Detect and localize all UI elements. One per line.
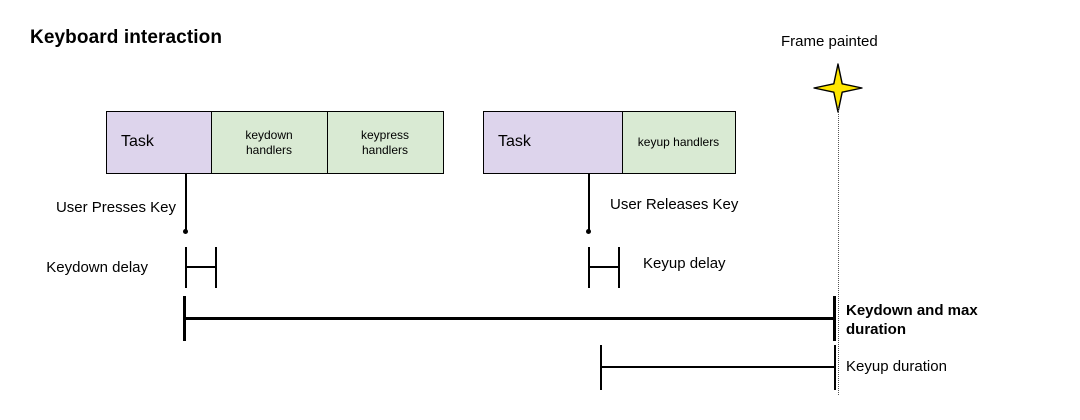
key-press-event-label: User Presses Key [55, 199, 176, 216]
keydown-max-duration-label: Keydown and max duration [846, 302, 978, 338]
keyup-duration-end-tick [834, 345, 836, 390]
keypress-handlers-block: keypress handlers [326, 111, 444, 174]
key-release-event-label: User Releases Key [610, 196, 739, 213]
keydown-max-duration-end-tick [833, 296, 836, 341]
keyup-delay-span-line [588, 266, 619, 268]
keydown-delay-start-tick [185, 247, 187, 288]
key-press-leader-line [185, 174, 187, 232]
frame-paint-guide-line [838, 106, 839, 395]
keyup-delay-end-tick [618, 247, 620, 288]
task-block-keyup: Task [483, 111, 623, 174]
keypress-handlers-label: keypress handlers [360, 128, 410, 157]
keyup-delay-start-tick [588, 247, 590, 288]
keydown-delay-span-line [185, 266, 216, 268]
task-block-keydown-label: Task [121, 133, 154, 151]
keydown-delay-end-tick [215, 247, 217, 288]
keyup-duration-span-line [600, 366, 835, 368]
keyup-duration-start-tick [600, 345, 602, 390]
key-press-marker-dot [183, 229, 188, 234]
page-title: Keyboard interaction [30, 27, 223, 48]
keydown-handlers-label: keydown handlers [245, 128, 293, 157]
keyup-duration-label: Keyup duration [846, 358, 947, 375]
keydown-max-duration-span-line [183, 317, 835, 320]
keydown-delay-label: Keydown delay [46, 259, 148, 276]
task-block-keyup-label: Task [498, 133, 531, 151]
keyup-handlers-label: keyup handlers [637, 135, 720, 150]
key-release-marker-dot [586, 229, 591, 234]
keyup-handlers-block: keyup handlers [621, 111, 736, 174]
key-release-leader-line [588, 174, 590, 232]
keyup-delay-label: Keyup delay [643, 255, 726, 272]
frame-painted-label: Frame painted [781, 33, 878, 50]
task-block-keydown: Task [106, 111, 212, 174]
keydown-handlers-block: keydown handlers [210, 111, 328, 174]
